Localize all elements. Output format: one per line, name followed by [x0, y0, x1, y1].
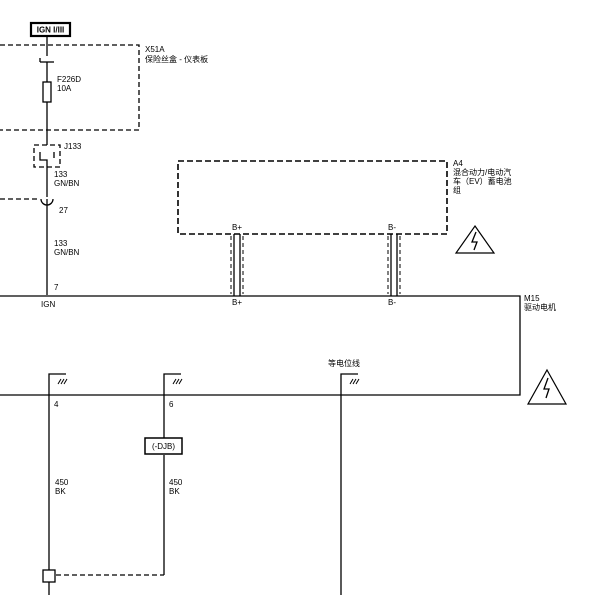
ground-symbol-equipotential	[340, 373, 360, 386]
fuse-id: F226D	[57, 75, 81, 84]
hv-cable-positive	[230, 234, 244, 296]
battery-name-line2: 车（EV）蓄电池	[453, 176, 512, 186]
battery-outline	[177, 160, 448, 235]
fuse-block-name: 保险丝盒 - 仪表板	[145, 54, 208, 64]
ground-wire-right-color: BK	[169, 487, 180, 496]
ground-pin-right: 6	[169, 400, 174, 409]
ground-wire-left-color: BK	[55, 487, 66, 496]
wire-lower-color: GN/BN	[54, 248, 80, 257]
high-voltage-warning-icon	[454, 224, 496, 254]
fuse-symbol	[42, 81, 52, 103]
wire-upper-color: GN/BN	[54, 179, 80, 188]
battery-terminal-pos: B+	[232, 223, 242, 232]
ground-wire-right-circuit: 450	[169, 478, 183, 487]
ground-wire-left-circuit: 450	[55, 478, 69, 487]
battery-id: A4	[453, 159, 463, 168]
splice-j133	[33, 144, 61, 168]
equipotential-label: 等电位线	[328, 358, 360, 368]
ign-power-label: IGN I/III	[29, 21, 72, 38]
fuse-block-switch-symbol	[39, 58, 54, 82]
connector-tag-text: (-DJB)	[152, 442, 175, 451]
pin-7-label: 7	[54, 283, 59, 292]
motor-high-voltage-warning-icon	[526, 368, 568, 405]
battery-name-line1: 混合动力/电动汽	[453, 167, 511, 177]
hv-cable-negative	[387, 234, 401, 296]
ground-splice-square	[42, 569, 56, 583]
connector-tag-box	[144, 437, 183, 455]
motor-outline	[0, 295, 521, 396]
ground-symbol-left	[48, 373, 68, 386]
fuse-rating: 10A	[57, 84, 72, 93]
motor-name: 驱动电机	[524, 302, 556, 312]
battery-terminal-neg: B-	[388, 223, 396, 232]
wire-upper-circuit: 133	[54, 170, 68, 179]
splice-id: J133	[64, 142, 82, 151]
ground-pin-left: 4	[54, 400, 59, 409]
wire-lower-circuit: 133	[54, 239, 68, 248]
ign-label-text: IGN I/III	[37, 26, 65, 35]
motor-pin-ign: IGN	[41, 300, 55, 309]
ground-symbol-right	[163, 373, 183, 386]
motor-terminal-pos: B+	[232, 298, 242, 307]
fuse-block-id: X51A	[145, 45, 165, 54]
motor-terminal-neg: B-	[388, 298, 396, 307]
battery-name-line3: 组	[453, 185, 461, 195]
motor-id: M15	[524, 294, 540, 303]
pin-27-label: 27	[59, 206, 68, 215]
